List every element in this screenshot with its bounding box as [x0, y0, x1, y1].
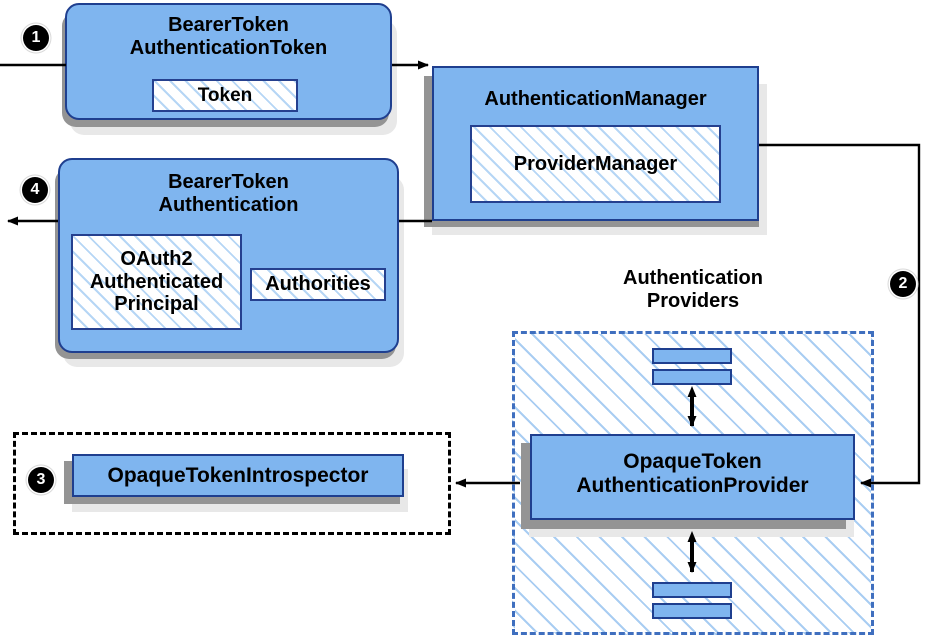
bearer-token-authentication-label: BearerToken Authentication [158, 171, 299, 216]
opaque-token-introspector[interactable]: OpaqueTokenIntrospector [72, 454, 404, 497]
token-inner-box[interactable]: Token [152, 79, 298, 112]
provider-bar-bottom-2 [652, 603, 732, 619]
authentication-manager-label: AuthenticationManager [484, 88, 707, 110]
provider-bar-bottom-1 [652, 582, 732, 598]
provider-manager-inner-label: ProviderManager [513, 152, 678, 175]
oauth2-authenticated-principal-box[interactable]: OAuth2 Authenticated Principal [71, 234, 242, 330]
opaque-token-authentication-provider[interactable]: OpaqueToken AuthenticationProvider [530, 434, 855, 520]
authorities-box[interactable]: Authorities [250, 268, 386, 301]
authorities-label: Authorities [265, 273, 371, 296]
step-badge-1: 1 [23, 25, 49, 51]
authentication-providers-caption: Authentication Providers [623, 267, 763, 312]
provider-bar-top-2 [652, 369, 732, 385]
introspector-group [13, 432, 451, 535]
step-badge-2: 2 [890, 271, 916, 297]
bearer-token-authentication-token-label: BearerToken AuthenticationToken [129, 14, 328, 59]
opaque-token-introspector-label: OpaqueTokenIntrospector [107, 464, 369, 487]
step-badge-3: 3 [28, 467, 54, 493]
step-badge-4: 4 [22, 177, 48, 203]
opaque-token-authentication-provider-label: OpaqueToken AuthenticationProvider [576, 450, 809, 497]
provider-manager-inner-box[interactable]: ProviderManager [470, 125, 721, 203]
oauth2-authenticated-principal-label: OAuth2 Authenticated Principal [89, 248, 224, 316]
provider-bar-top-1 [652, 348, 732, 364]
token-inner-label: Token [197, 84, 253, 106]
